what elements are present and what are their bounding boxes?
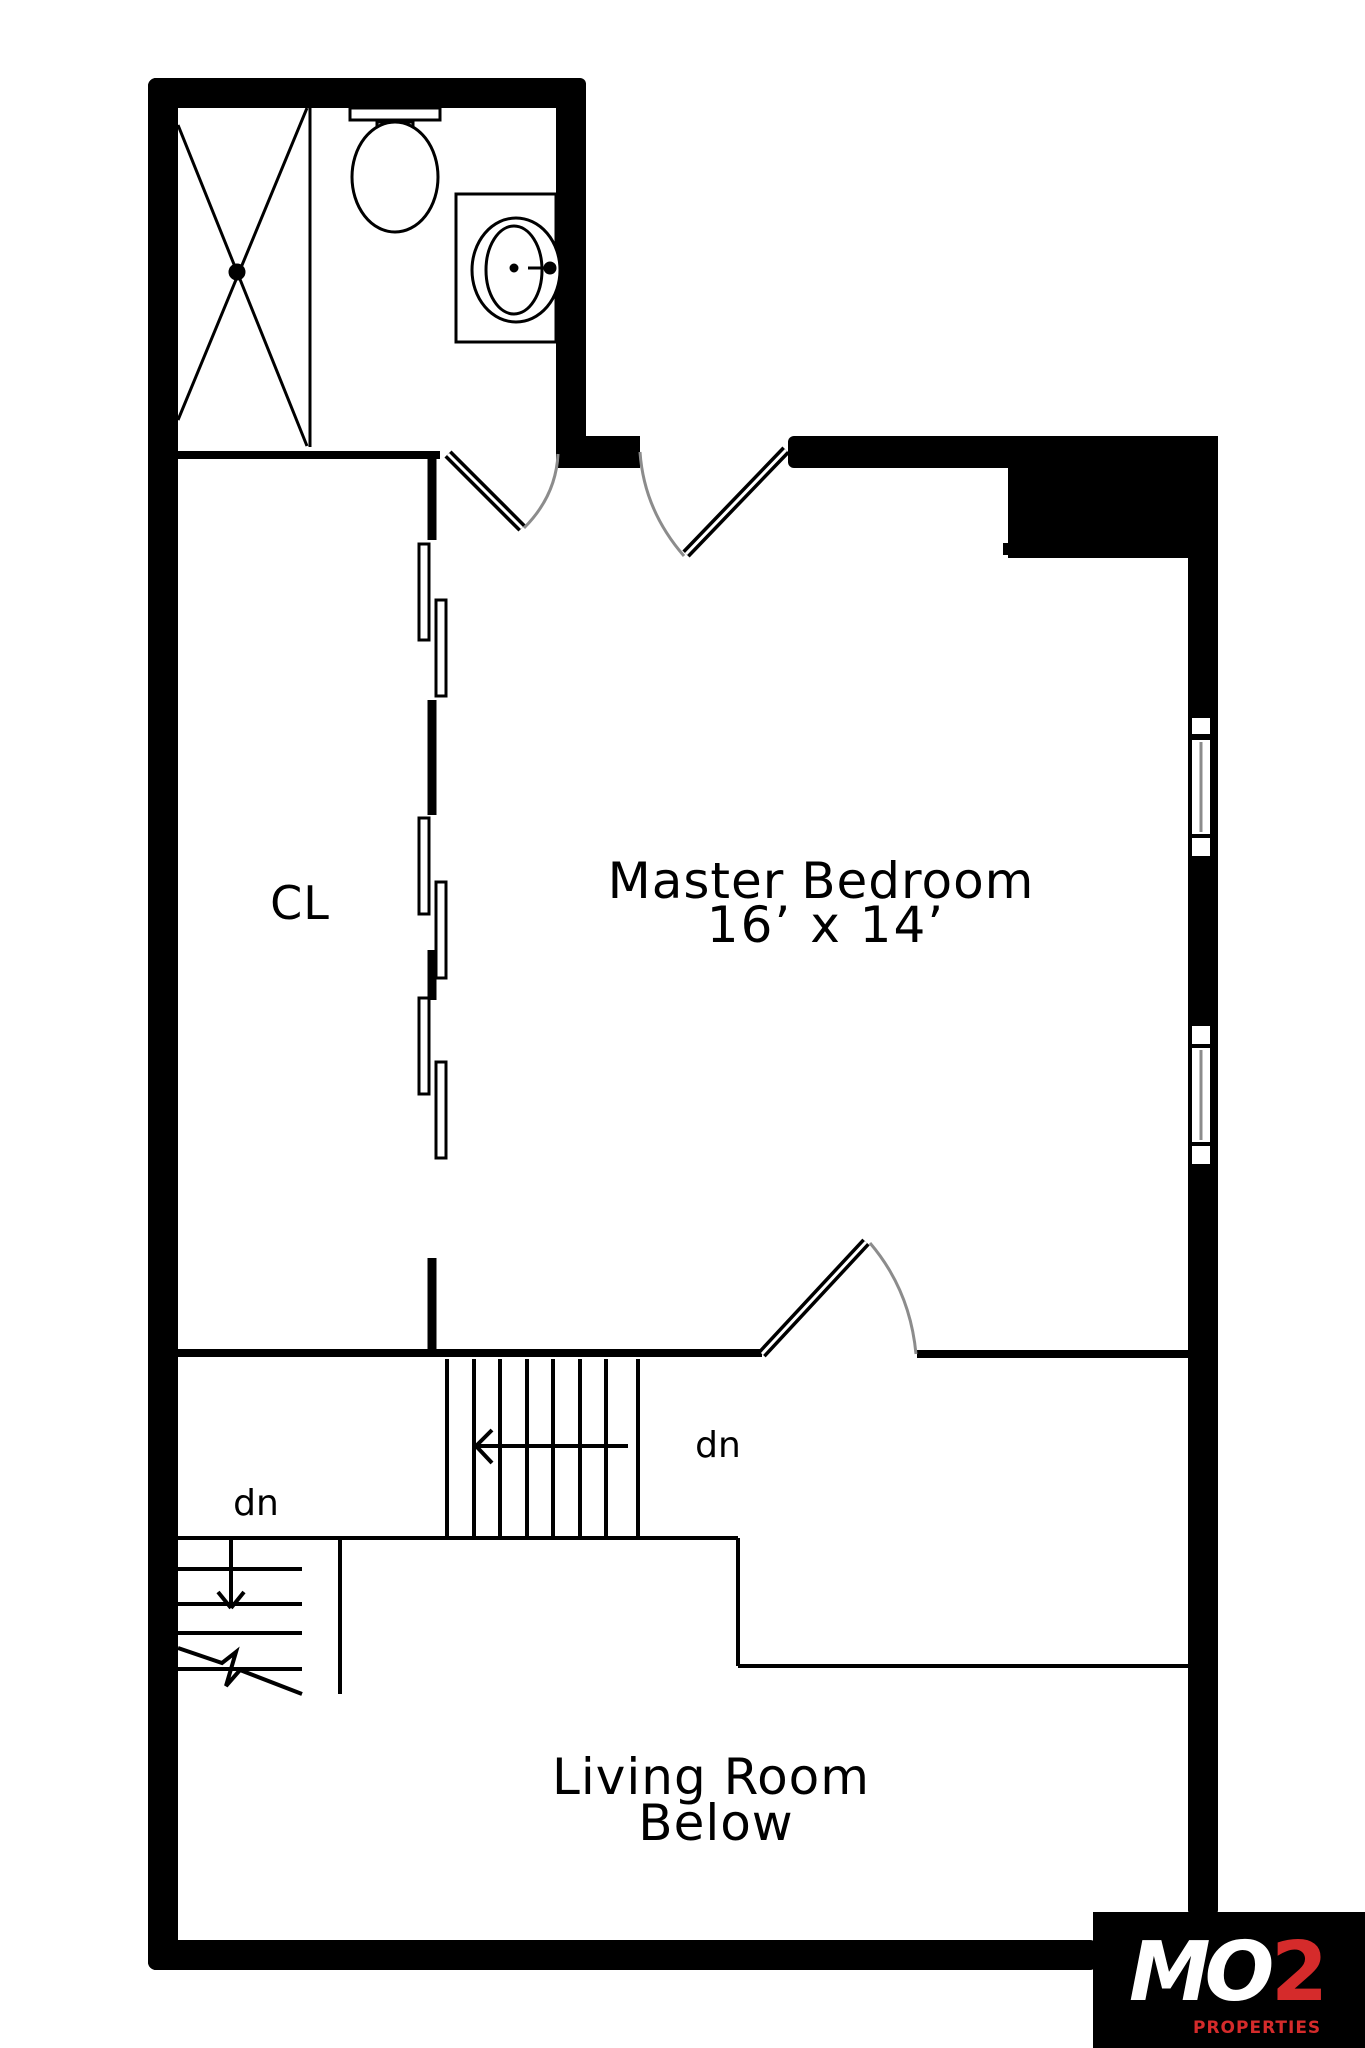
toilet-icon (348, 106, 442, 234)
window-upper (1192, 718, 1210, 856)
logo-mark-accent: 2 (1271, 1925, 1329, 2020)
logo-subtitle: PROPERTIES (1193, 2018, 1322, 2038)
sink-icon (454, 192, 562, 344)
living-room-note: Below (638, 1794, 794, 1852)
stair-upper-arrow-icon (474, 1428, 628, 1465)
living-room-label: Living Room (552, 1748, 870, 1806)
master-bedroom-dimensions: 16’ x 14’ (706, 896, 946, 954)
stair-lower-label: dn (233, 1483, 279, 1524)
bathroom-door (444, 450, 560, 532)
interior-walls (178, 451, 1190, 1668)
stair-upper-label: dn (695, 1425, 741, 1466)
bedroom-door (638, 446, 790, 558)
logo-mark: MO (1129, 1925, 1274, 2020)
closet-sliding-doors-lower (417, 996, 448, 1160)
closet-sliding-doors (417, 542, 448, 980)
master-bedroom-label: Master Bedroom (607, 852, 1035, 910)
closet-label: CL (270, 876, 330, 930)
stair-door (758, 1238, 918, 1358)
mo2-properties-logo: MO 2 PROPERTIES (1093, 1912, 1365, 2048)
stair-lower-arrow-icon (216, 1540, 246, 1610)
stair-lower-treads (177, 1540, 342, 1696)
window-lower (1192, 1026, 1210, 1164)
shower-icon (176, 107, 312, 447)
